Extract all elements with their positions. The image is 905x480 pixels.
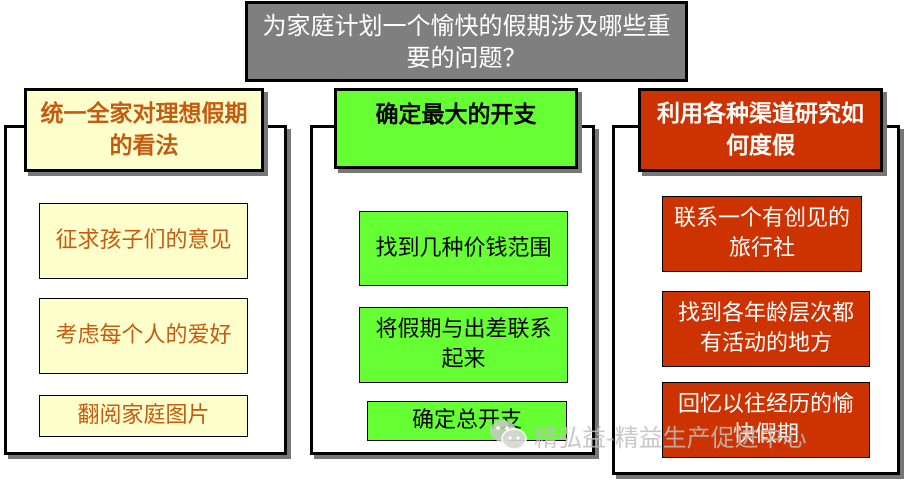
wechat-icon (490, 420, 527, 450)
column-2-header: 确定最大的开支 (334, 88, 578, 169)
column-2-item-3: 确定总开支 (367, 401, 567, 441)
column-3-header: 利用各种渠道研究如何度假 (638, 88, 883, 172)
column-2-item-2: 将假期与出差联系起来 (359, 307, 568, 383)
column-1-item-3: 翻阅家庭图片 (39, 395, 248, 437)
column-max-expense (310, 125, 595, 455)
column-3-item-3: 回忆以往经历的愉快假期 (662, 382, 870, 458)
column-3-item-2: 找到各年龄层次都有活动的地方 (662, 291, 870, 367)
diagram-title: 为家庭计划一个愉快的假期涉及哪些重要的问题？ (245, 1, 688, 82)
watermark-text: 精弘益-精益生产促进中心 (534, 423, 807, 452)
column-1-item-2: 考虑每个人的爱好 (39, 298, 248, 374)
column-2-item-1: 找到几种价钱范围 (359, 211, 568, 286)
watermark: 精弘益-精益生产促进中心 (488, 415, 807, 455)
column-3-item-1: 联系一个有创见的旅行社 (662, 196, 862, 272)
column-1-header: 统一全家对理想假期的看法 (24, 88, 264, 172)
column-1-item-1: 征求孩子们的意见 (39, 203, 248, 279)
